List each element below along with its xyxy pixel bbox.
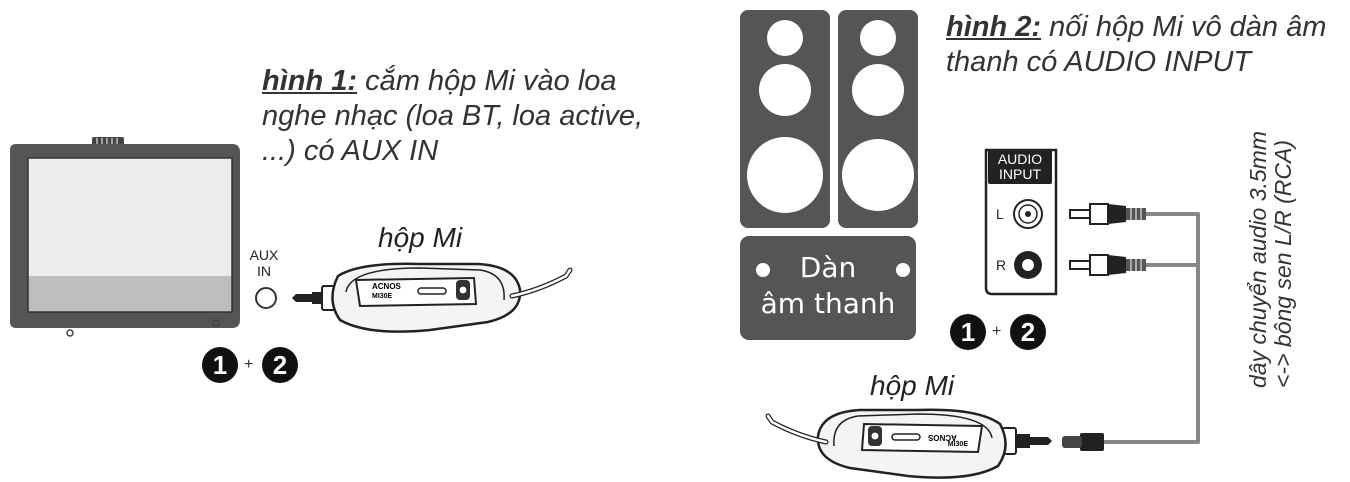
aux-in-port <box>255 287 277 309</box>
cable-caption-line1: dây chuyển audio 3.5mm <box>1245 131 1271 388</box>
figure1-step-plus: + <box>244 356 254 373</box>
figure2-caption-lead: hình 2: <box>946 11 1042 43</box>
bullet-dot-left <box>756 263 770 277</box>
figure1-step-1-badge: 1 <box>202 347 238 383</box>
figure2-step-1-badge: 1 <box>950 314 986 350</box>
sound-system-label-box: Dàn âm thanh <box>740 236 916 340</box>
audio-input-panel <box>984 148 1058 296</box>
channel-right-label: R <box>996 257 1007 273</box>
figure1-caption: hình 1: cắm hộp Mi vào loa nghe nhạc (lo… <box>262 64 682 168</box>
figure2-step-plus: + <box>992 323 1002 340</box>
bt-speaker <box>10 137 240 337</box>
jack-plug-2 <box>1001 427 1052 455</box>
cable-caption-line2: <-> bông sen L/R (RCA) <box>1270 139 1297 388</box>
jack-plug-1 <box>292 285 337 311</box>
figure1-caption-lead: hình 1: <box>262 65 358 97</box>
figure2-device-label: hộp Mi <box>870 370 955 401</box>
figure1-device-label: hộp Mi <box>378 222 463 253</box>
figure1-step-2-badge: 2 <box>262 347 298 383</box>
figure2-caption: hình 2: nối hộp Mi vô dàn âm thanh có AU… <box>946 10 1346 80</box>
aux-label-line1: AUX <box>249 247 279 263</box>
rca-plug-right <box>1069 254 1146 276</box>
mi-device-1: ACNOS MI30E <box>331 262 573 333</box>
aux-label-line2: IN <box>257 263 271 280</box>
rca-cable <box>1102 212 1200 444</box>
sound-system-line2: âm thanh <box>760 287 896 321</box>
figure2-caption-text: nối hộp Mi vô dàn âm thanh có AUDIO INPU… <box>946 11 1327 78</box>
mi1-model: MI30E <box>372 293 393 300</box>
mi2-model: MI30E <box>948 441 969 448</box>
sound-system-line1: Dàn <box>799 251 857 284</box>
channel-left-label: L <box>996 206 1004 222</box>
speaker-tower-right <box>838 10 918 228</box>
bullet-dot-right <box>896 263 910 277</box>
figure2-step-2-badge: 2 <box>1010 314 1046 350</box>
cable-caption: dây chuyển audio 3.5mm<-> bông sen L/R (… <box>1245 131 1297 388</box>
audio-input-line1: AUDIO <box>997 151 1043 167</box>
mi-device-2: ACNOS MI30E <box>765 408 1007 479</box>
cable-jack-end <box>1062 433 1104 451</box>
mi1-brand: ACNOS <box>372 282 402 291</box>
rca-plug-left <box>1069 203 1146 225</box>
mi2-brand: ACNOS <box>927 433 957 442</box>
audio-input-line2: INPUT <box>999 165 1041 182</box>
figure1-caption-text: cắm hộp Mi vào loa nghe nhạc (loa BT, lo… <box>262 65 644 167</box>
speaker-tower-left <box>740 10 830 228</box>
